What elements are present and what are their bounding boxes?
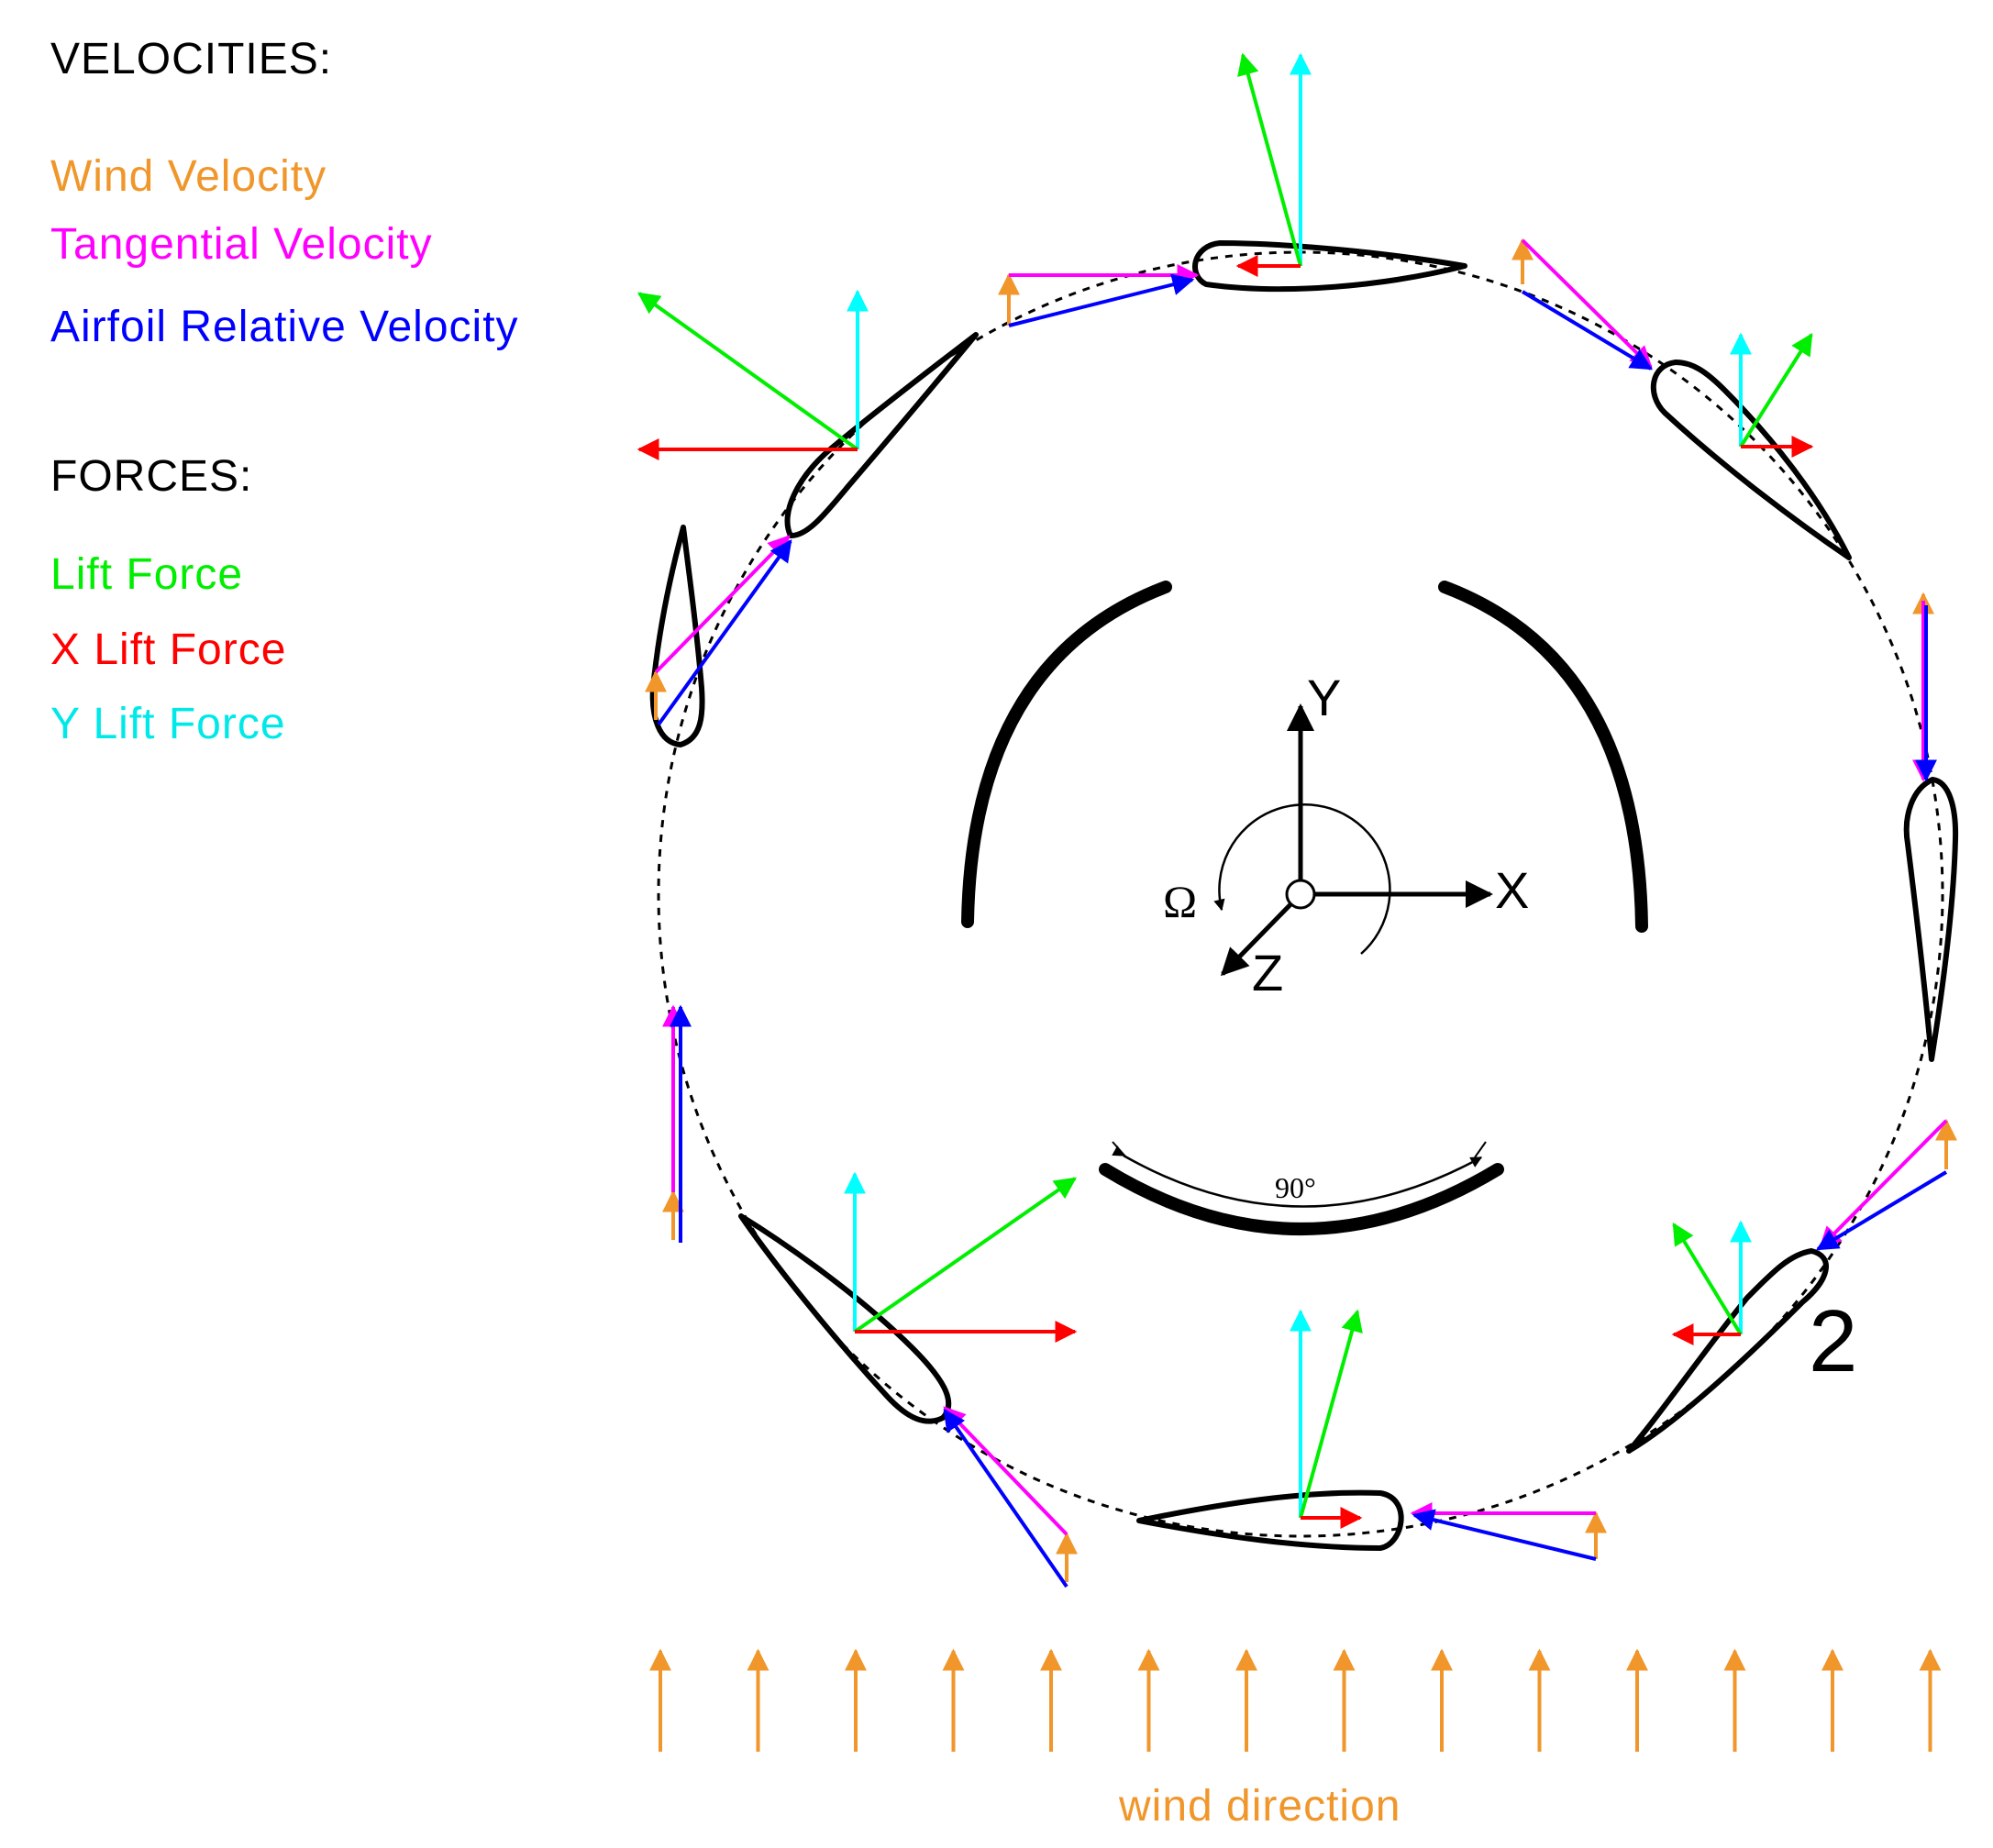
legend-tangential-velocity: Tangential Velocity [50,220,433,269]
legend-x-lift-force: X Lift Force [50,625,286,674]
force-vectors [637,52,1814,1529]
legend-relative-velocity: Airfoil Relative Velocity [50,303,519,351]
airfoil-blade-icon [738,1213,952,1424]
angle-indicator: 90° [1112,1141,1487,1208]
airfoil-blade-icon [1626,1248,1829,1454]
airfoil-blade-icon [784,332,979,538]
origin [1285,879,1316,910]
airfoil-blade-icon [1192,240,1467,293]
velocity-vectors [645,238,1957,1588]
velocities-heading: VELOCITIES: [50,35,332,83]
rotor-struts [961,581,1648,1235]
airfoil-blade-icon [1903,777,1959,1062]
z-axis-arrow-icon [1220,892,1302,977]
airfoil-blade-icon [1650,360,1852,560]
legend-lift-force: Lift Force [50,550,243,599]
legend: VELOCITIES: Wind Velocity Tangential Vel… [50,35,519,748]
wind-arrows [649,1648,1942,1752]
blade-number: 2 [1809,1292,1857,1390]
strut-arc-left [961,581,1172,928]
strut-arc-right [1438,581,1648,933]
legend-wind-velocity: Wind Velocity [50,152,327,201]
omega-label: Ω [1163,876,1197,927]
airfoil-blade-icon [649,525,705,747]
airfoil-blade-icon [1136,1489,1404,1551]
legend-y-lift-force: Y Lift Force [50,700,286,748]
angle-label: 90° [1275,1171,1316,1204]
y-axis-label: Y [1307,669,1341,726]
coordinate-axes: Y X Z Ω [1163,669,1529,1001]
x-axis-label: X [1495,861,1529,919]
z-axis-label: Z [1252,944,1283,1001]
strut-arc-bottom [1099,1163,1504,1235]
forces-heading: FORCES: [50,452,252,501]
rotation-arrow-icon [1213,803,1391,955]
wind-direction-label: wind direction [1118,1782,1401,1831]
